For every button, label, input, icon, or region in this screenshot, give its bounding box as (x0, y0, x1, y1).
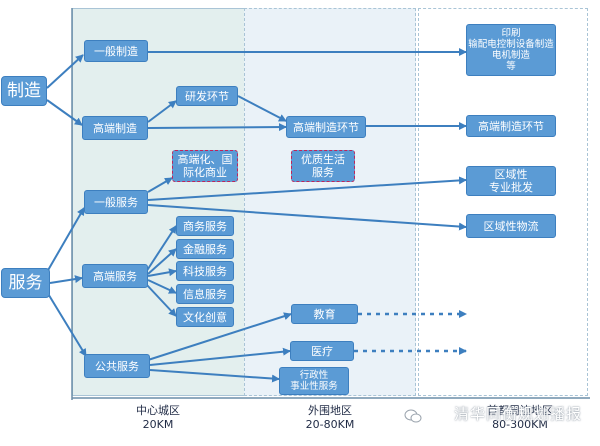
zone-range: 20KM (142, 418, 174, 431)
node-cultural-creative: 文化创意 (176, 307, 234, 327)
node-printing-group: 印刷 输配电控制设备制造 电机制造 等 (466, 24, 556, 76)
node-high-end-mfg-stage-outer: 高端制造环节 (286, 116, 366, 138)
link-mfg-general (46, 54, 84, 89)
node-public-services: 公共服务 (84, 354, 150, 378)
link-public-medical (149, 347, 291, 366)
node-high-end-intl-commerce: 高端化、国 际化商业 (172, 150, 238, 182)
link-general-svc-logistics (147, 204, 467, 231)
node-general-manufacturing: 一般制造 (84, 40, 148, 62)
link-hs-tech (147, 268, 177, 277)
zone-range: 80-300KM (492, 418, 548, 431)
node-business-services: 商务服务 (176, 216, 234, 236)
category-services: 服务 (1, 268, 50, 298)
node-regional-logistics: 区域性物流 (466, 214, 556, 238)
node-financial-services: 金融服务 (176, 239, 234, 259)
node-regional-wholesale: 区域性 专业批发 (466, 166, 556, 196)
zone-name: 首都周边地区 (487, 404, 553, 417)
node-info-services: 信息服务 (176, 284, 234, 304)
node-general-services: 一般服务 (84, 190, 148, 214)
node-high-end-services: 高端服务 (82, 264, 148, 288)
link-mfg-highend (46, 99, 83, 126)
link-svc-public (46, 291, 87, 357)
link-svc-highend (49, 275, 83, 284)
node-administrative: 行政性 事业性服务 (279, 367, 349, 395)
link-general-svc-commerce (147, 177, 173, 193)
node-tech-services: 科技服务 (176, 261, 234, 281)
zone-label-outer: 外围地区 20-80KM (284, 404, 376, 432)
zone-label-periphery: 首都周边地区 80-300KM (470, 404, 570, 432)
link-hs-info (147, 279, 177, 294)
link-hs-culture (145, 283, 177, 317)
link-highend-outer (147, 123, 287, 132)
link-svc-general (46, 207, 85, 273)
link-highend-rd (147, 100, 177, 123)
node-medical: 医疗 (290, 341, 354, 361)
zone-range: 20-80KM (305, 418, 355, 431)
watermark-text: 清华同衡规划播报 (453, 405, 582, 423)
link-rd-outer (237, 95, 287, 122)
link-public-education (147, 312, 292, 361)
zone-name: 外围地区 (308, 404, 352, 417)
zone-outer (244, 8, 416, 396)
node-rd-stage: 研发环节 (176, 86, 238, 106)
node-high-end-mfg-stage-periphery: 高端制造环节 (466, 115, 556, 137)
link-public-admin (149, 369, 280, 383)
zone-label-center: 中心城区 20KM (112, 404, 204, 432)
category-manufacturing: 制造 (1, 76, 47, 106)
zone-name: 中心城区 (136, 404, 180, 417)
link-hs-business (145, 225, 177, 273)
node-education: 教育 (291, 304, 358, 324)
node-high-end-manufacturing: 高端制造 (82, 116, 148, 140)
node-quality-living-services: 优质生活 服务 (291, 150, 355, 182)
wechat-icon (404, 409, 422, 423)
link-general-svc-wholesale (147, 176, 467, 201)
link-hs-finance (147, 248, 177, 275)
